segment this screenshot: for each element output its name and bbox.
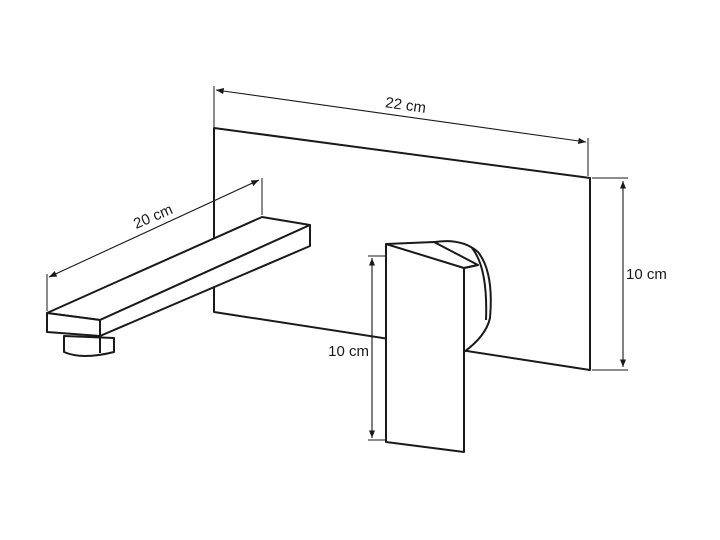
plate-width-label: 22 cm [384,94,427,117]
plate-height-label: 10 cm [626,266,667,283]
handle-height-label: 10 cm [328,343,369,360]
dim-plate-width: 22 cm [213,86,589,176]
dim-plate-height: 10 cm [592,177,667,371]
spout-length-label: 20 cm [131,201,175,233]
dim-handle-height: 10 cm [328,255,386,441]
spout-aerator [63,335,115,357]
handle [385,240,492,453]
